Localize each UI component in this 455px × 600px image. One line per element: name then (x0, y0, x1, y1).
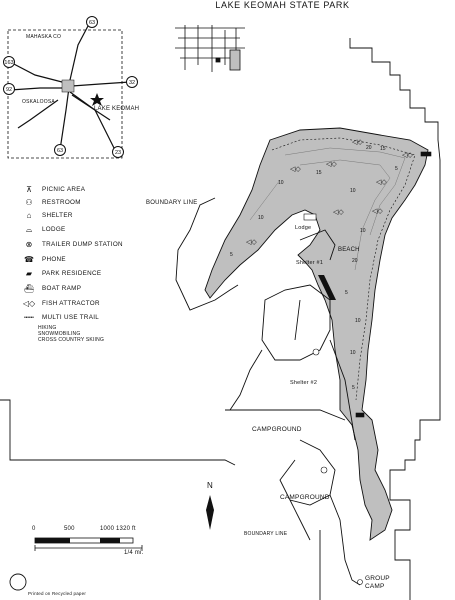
shelter1-label: Shelter #1 (296, 260, 324, 266)
legend-item-picnic: ⊼ PICNIC AREA (22, 184, 85, 195)
depth-label: 10 (350, 350, 356, 356)
depth-label: 5 (230, 252, 233, 258)
depth-label: 10 (360, 228, 366, 234)
boat-ramp-icon: ⛴ (23, 284, 35, 293)
lake-shore-trail (271, 137, 416, 401)
park-boundary-south (0, 399, 346, 466)
campground-label: CAMPGROUND (252, 426, 302, 433)
legend-item-fish-attractor: ◁◇ FISH ATTRACTOR (22, 299, 100, 308)
legend-item-restroom: ⚇ RESTROOM (22, 197, 81, 208)
fish-icon: ◁◇ (372, 208, 383, 215)
lodge-icon: ⌓ (25, 224, 33, 234)
depth-label: 20 (366, 145, 372, 151)
legend-item-lodge: ⌓ LODGE (22, 224, 66, 235)
credit-label: Printed on Recycled paper (28, 591, 87, 596)
route-shield-icon: 32 (126, 76, 138, 88)
trail-icon: ┅┅ (24, 313, 34, 322)
depth-label: 10 (355, 318, 361, 324)
legend-item-boat-ramp: ⛴ BOAT RAMP (23, 284, 82, 293)
route-shield-icon: 63 (86, 16, 98, 28)
route-shield-icon: 23 (112, 146, 124, 158)
facility-markers (303, 151, 432, 585)
residence-icon: ▰ (25, 269, 33, 278)
boundary-line-label: BOUNDARY LINE (244, 531, 288, 537)
depth-label: 10 (278, 180, 284, 186)
fish-icon: ◁◇ (352, 139, 363, 146)
park-boundary-west (175, 197, 239, 311)
scale-tick-label: 1000 (100, 526, 115, 532)
scale-mile-label: 1/4 mi. (124, 550, 144, 556)
fish-icon: ◁◇ (246, 239, 257, 246)
depth-label: 5 (352, 385, 355, 391)
beach-label: BEACH (338, 247, 360, 253)
legend-item-phone: ☎ PHONE (22, 254, 66, 265)
scale-bar (34, 537, 143, 551)
park-star-icon (90, 93, 104, 106)
inset-town-label: OSKALOOSA (22, 99, 55, 105)
route-shield-icon: 63 (54, 144, 66, 156)
restroom-icon: ⚇ (25, 198, 33, 207)
trail-use-snowmobiling: SNOWMOBILING (38, 331, 81, 337)
inset-frame (7, 29, 123, 159)
depth-label: 10 (350, 188, 356, 194)
trail-use-skiing: CROSS COUNTRY SKIING (38, 337, 105, 343)
parking-lot (318, 275, 336, 300)
route-shield-icon: 92 (3, 83, 15, 95)
boundary-line-label: BOUNDARY LINE (146, 200, 198, 206)
page-title: LAKE KEOMAH STATE PARK (215, 0, 350, 10)
scale-tick-label: 1320 ft (116, 526, 136, 532)
fish-icon: ◁◇ (290, 166, 301, 173)
route-shield-icon: 163 (3, 56, 15, 68)
lake (204, 127, 429, 541)
phone-icon: ☎ (24, 255, 34, 264)
group-camp-label: GROUP CAMP (365, 575, 390, 590)
legend-item-residence: ▰ PARK RESIDENCE (22, 268, 101, 279)
depth-label: 15 (380, 146, 386, 152)
shelter2-label: Shelter #2 (290, 380, 318, 386)
shelter-icon: ⌂ (26, 211, 32, 220)
scale-tick-label: 500 (64, 526, 75, 532)
inset-roads (9, 25, 131, 151)
depth-label: 20 (352, 258, 358, 264)
depth-label: 5 (395, 166, 398, 172)
lodge-label: Lodge (295, 225, 312, 231)
picnic-icon: ⊼ (26, 185, 32, 194)
depth-label: 5 (345, 290, 348, 296)
depth-label: 15 (316, 170, 322, 176)
legend-item-shelter: ⌂ SHELTER (22, 210, 73, 221)
trail-use-hiking: HIKING (38, 325, 57, 331)
fish-icon: ◁◇ (22, 299, 36, 308)
legend-item-trail: ┅┅ MULTI USE TRAIL (22, 312, 99, 323)
fish-icon: ◁◇ (326, 161, 337, 168)
fish-icon: ◁◇ (402, 152, 413, 159)
north-label: N (207, 481, 213, 490)
inset-county-label: MAHASKA CO (26, 34, 62, 40)
park-roads (229, 229, 361, 586)
fish-icon: ◁◇ (376, 179, 387, 186)
recycle-symbol-icon (9, 573, 27, 591)
inset-park-label: LAKE KEOMAH (94, 106, 140, 112)
scale-tick-label: 0 (32, 526, 36, 532)
fish-icon: ◁◇ (333, 209, 344, 216)
dump-station-icon: ⊗ (25, 240, 33, 249)
campground-label: CAMPGROUND (280, 494, 330, 501)
compass-rose (206, 495, 214, 530)
depth-contours (249, 147, 406, 271)
park-boundary (349, 38, 441, 600)
inset-town-block (61, 79, 75, 93)
depth-label: 10 (258, 215, 264, 221)
street-grid (175, 25, 245, 72)
legend-item-dump-station: ⊗ TRAILER DUMP STATION (22, 239, 123, 250)
